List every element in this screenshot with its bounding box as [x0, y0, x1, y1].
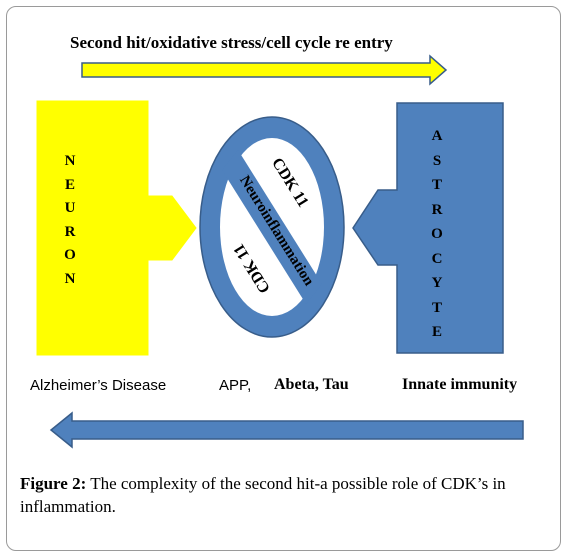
neuron-letter: U — [64, 200, 76, 216]
astrocyte-letter: A — [431, 128, 443, 144]
top-arrow — [81, 54, 448, 86]
astrocyte-arrow — [352, 102, 504, 354]
astrocyte-letter: R — [431, 201, 443, 218]
neuron-letter: N — [64, 270, 76, 287]
astrocyte-letter: O — [431, 226, 443, 242]
astrocyte-letter: T — [431, 299, 442, 316]
neuron-letter: E — [64, 176, 75, 193]
prohibition-sign — [199, 116, 345, 338]
abeta-tau-label: Abeta, Tau — [274, 376, 349, 393]
neuron-arrow — [36, 100, 197, 356]
figure-caption: Figure 2: The complexity of the second h… — [20, 472, 550, 518]
bottom-arrow — [49, 411, 524, 449]
neuron-letter: R — [64, 223, 76, 240]
disease-label: Alzheimer’s Disease — [30, 377, 167, 394]
neuron-letter: O — [64, 247, 76, 263]
neuron-letter: N — [64, 153, 76, 169]
astrocyte-letter: Y — [431, 275, 443, 291]
astrocyte-label: A S T R O C Y T E — [425, 124, 449, 345]
caption-label: Figure 2: — [20, 474, 87, 493]
astrocyte-letter: T — [431, 177, 442, 193]
astrocyte-letter: C — [431, 250, 443, 267]
innate-immunity-label: Innate immunity — [402, 376, 518, 393]
app-label: APP, — [219, 377, 252, 394]
astrocyte-letter: S — [432, 152, 442, 169]
caption-text: The complexity of the second hit-a possi… — [20, 474, 506, 516]
astrocyte-letter: E — [431, 324, 442, 340]
diagram-title: Second hit/oxidative stress/cell cycle r… — [70, 33, 393, 52]
neuron-label: N E U R O N — [58, 150, 82, 291]
